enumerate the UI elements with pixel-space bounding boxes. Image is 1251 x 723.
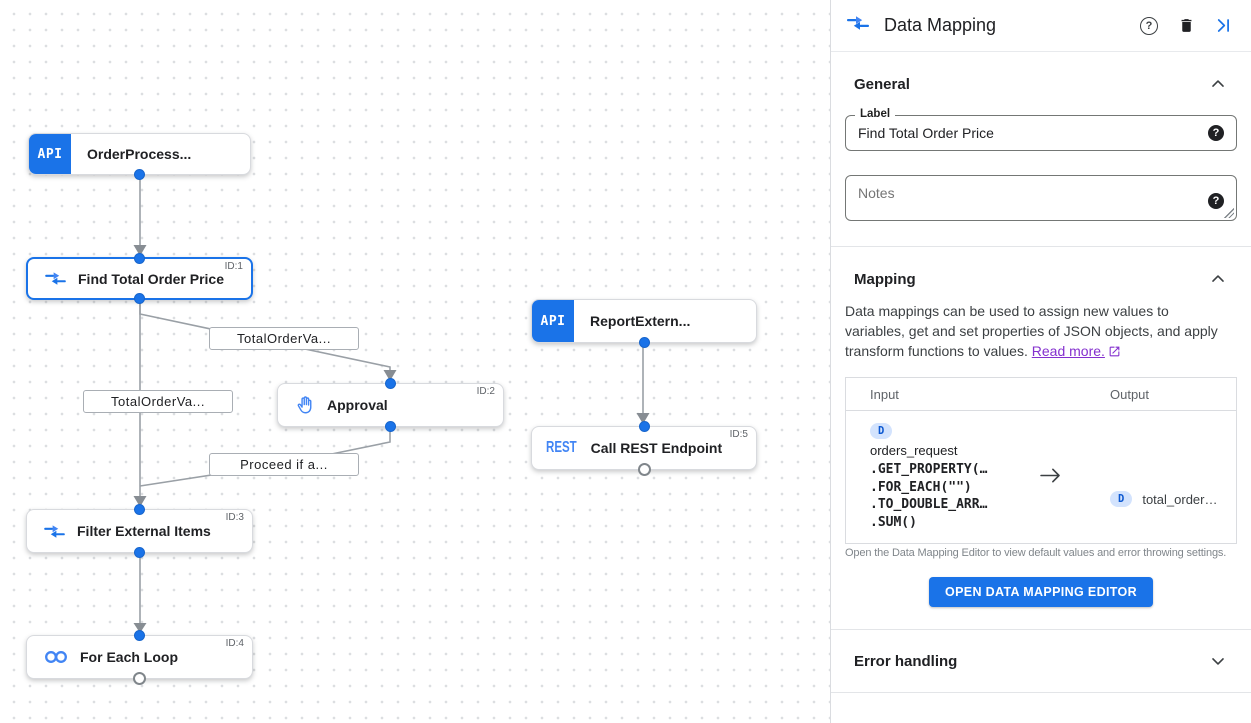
node-order-process-trigger[interactable]: API OrderProcess...: [28, 133, 251, 180]
delete-button[interactable]: [1174, 14, 1198, 38]
mapping-table-row[interactable]: D orders_request .GET_PROPERTY(… .FOR_EA…: [846, 411, 1236, 543]
mapping-section-title: Mapping: [854, 270, 916, 288]
read-more-link[interactable]: Read more.: [1031, 343, 1105, 359]
label-field[interactable]: Label Find Total Order Price ?: [845, 108, 1237, 151]
maps-to-arrow-icon: [1022, 421, 1078, 531]
notes-field[interactable]: Notes ?: [845, 175, 1237, 221]
node-filter-external-items[interactable]: ID:3 Filter External Items: [26, 504, 253, 558]
node-label: OrderProcess...: [87, 146, 192, 162]
transform-function: .SUM(): [870, 514, 917, 530]
connector-dot[interactable]: [134, 504, 145, 515]
error-handling-title: Error handling: [854, 652, 958, 670]
connector-dot[interactable]: [134, 630, 145, 641]
edge-label-proceed-if[interactable]: Proceed if a...: [209, 453, 359, 476]
node-label: Find Total Order Price: [78, 270, 224, 287]
node-label: ReportExtern...: [590, 313, 691, 329]
help-button[interactable]: ?: [1137, 14, 1161, 38]
collapse-panel-button[interactable]: [1211, 14, 1235, 38]
connector-dot-open[interactable]: [133, 672, 146, 685]
edge-label-total-order-1[interactable]: TotalOrderVa...: [209, 327, 359, 350]
divider: [831, 246, 1251, 247]
field-help-icon[interactable]: ?: [1208, 125, 1224, 141]
flow-canvas[interactable]: TotalOrderVa... TotalOrderVa... Proceed …: [0, 0, 830, 723]
error-handling-section-header[interactable]: Error handling: [831, 630, 1251, 692]
help-icon: ?: [1140, 16, 1158, 35]
node-label: For Each Loop: [80, 649, 178, 665]
external-link-icon: [1109, 346, 1120, 357]
resize-grip[interactable]: [1224, 208, 1234, 218]
node-for-each-loop[interactable]: ID:4 For Each Loop: [26, 630, 253, 685]
edge-label-total-order-2[interactable]: TotalOrderVa...: [83, 390, 233, 413]
output-column-header: Output: [1110, 387, 1150, 402]
approval-hand-icon: [295, 395, 315, 415]
connector-dot[interactable]: [134, 253, 145, 264]
node-report-extern-trigger[interactable]: API ReportExtern...: [531, 299, 757, 348]
data-mapping-icon: [847, 15, 869, 36]
mapping-input-cell: D orders_request .GET_PROPERTY(… .FOR_EA…: [846, 421, 1022, 531]
open-data-mapping-editor-button[interactable]: OPEN DATA MAPPING EDITOR: [929, 577, 1153, 607]
transform-function: .GET_PROPERTY(…: [870, 462, 988, 477]
collapse-right-icon: [1217, 19, 1229, 32]
trash-icon: [1181, 19, 1191, 32]
node-id: ID:4: [225, 638, 244, 649]
panel-header: Data Mapping ?: [831, 0, 1251, 52]
panel-title: Data Mapping: [884, 15, 997, 35]
chevron-up-icon[interactable]: [1208, 74, 1228, 94]
node-id: ID:1: [224, 261, 243, 272]
connector-dot-open[interactable]: [637, 463, 651, 476]
config-panel: Data Mapping ? General Label Find: [830, 0, 1251, 723]
data-type-badge: D: [870, 423, 893, 439]
transform-function: .TO_DOUBLE_ARR…: [870, 497, 988, 512]
node-find-total-order-price[interactable]: ID:1 Find Total Order Price: [26, 253, 253, 304]
connector-dot[interactable]: [638, 337, 650, 348]
node-approval[interactable]: ID:2 Approval: [277, 378, 504, 432]
mapping-description-text: Data mappings can be used to assign new …: [845, 303, 1218, 359]
output-variable: total_order…: [1142, 491, 1218, 507]
connector-dot[interactable]: [385, 421, 396, 432]
general-section: General Label Find Total Order Price ? N…: [831, 74, 1251, 221]
flow-edges: [133, 176, 650, 633]
divider: [831, 629, 1251, 630]
data-mapping-icon: [45, 271, 66, 286]
chevron-up-icon[interactable]: [1208, 269, 1228, 289]
chevron-down-icon[interactable]: [1208, 651, 1228, 671]
loop-infinity-icon: [44, 650, 68, 664]
mapping-section: Mapping Data mappings can be used to ass…: [831, 269, 1251, 607]
transform-function: .FOR_EACH(""): [870, 479, 972, 495]
mapping-table-header: Input Output: [846, 378, 1236, 411]
node-call-rest-endpoint[interactable]: ID:5 REST Call REST Endpoint: [531, 421, 757, 476]
api-trigger-icon: API: [532, 300, 574, 342]
mapping-section-header[interactable]: Mapping: [854, 269, 1228, 289]
notes-placeholder: Notes: [858, 185, 895, 201]
input-column-header: Input: [870, 387, 899, 402]
label-field-value[interactable]: Find Total Order Price: [858, 125, 994, 141]
node-id: ID:3: [225, 512, 244, 523]
connector-dot[interactable]: [134, 547, 145, 558]
data-mapping-icon: [44, 524, 65, 539]
rest-icon: REST: [546, 439, 577, 456]
field-help-icon[interactable]: ?: [1208, 193, 1224, 209]
mapping-output-cell: D total_order…: [1078, 421, 1236, 531]
node-label: Call REST Endpoint: [590, 440, 723, 456]
connector-dot[interactable]: [385, 378, 396, 389]
mapping-table[interactable]: Input Output D orders_request .GET_PROPE…: [845, 377, 1237, 544]
mapping-hint: Open the Data Mapping Editor to view def…: [845, 547, 1227, 559]
connector-dot[interactable]: [134, 293, 145, 304]
label-field-label: Label: [855, 108, 896, 120]
node-label: Filter External Items: [77, 523, 211, 539]
general-section-header[interactable]: General: [854, 74, 1228, 94]
connector-dot[interactable]: [134, 169, 145, 180]
data-type-badge: D: [1110, 491, 1133, 507]
connector-dot[interactable]: [638, 421, 650, 432]
divider: [831, 692, 1251, 693]
node-label: Approval: [327, 397, 388, 413]
general-section-title: General: [854, 75, 910, 93]
input-variable: orders_request: [870, 443, 958, 458]
api-trigger-icon: API: [29, 134, 71, 174]
mapping-description: Data mappings can be used to assign new …: [845, 301, 1228, 361]
node-id: ID:5: [729, 429, 748, 440]
node-id: ID:2: [476, 386, 495, 397]
